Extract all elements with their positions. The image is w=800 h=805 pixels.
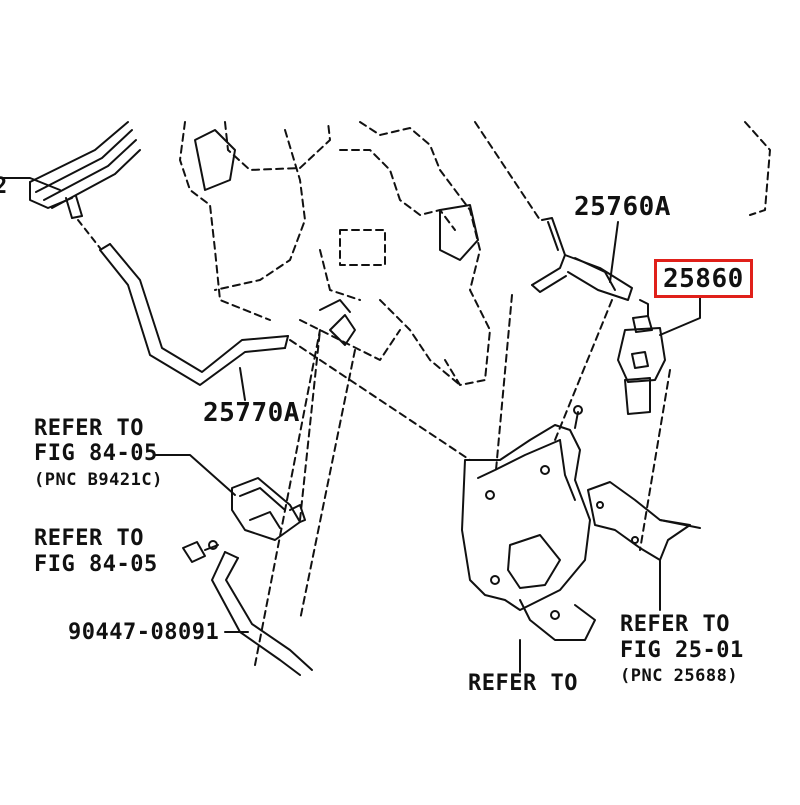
hose-25760a	[531, 217, 633, 301]
dashed-connectors	[254, 294, 671, 666]
ref-84-05-line1: REFER TO	[34, 526, 144, 551]
leader-25760a	[609, 221, 619, 283]
leader-25770a	[239, 367, 246, 401]
leader-ref-84-05c	[154, 454, 236, 496]
clip-84-05	[182, 540, 219, 563]
vsv-25860	[617, 297, 701, 415]
ref-84-05-line2: FIG 84-05	[34, 552, 158, 577]
hose-90447	[211, 551, 313, 676]
part-label-25770a: 25770A	[203, 398, 300, 428]
hose-bundle-top-left	[0, 121, 141, 219]
bracket-small	[587, 481, 701, 561]
ref-25-01-line2: FIG 25-01	[620, 638, 744, 663]
left-edge-partial-label: 2	[0, 174, 8, 199]
ref-25-01-line3: (PNC 25688)	[620, 666, 739, 686]
ref-bottom-partial: REFER TO	[468, 671, 578, 696]
leader-25770a-top	[77, 219, 101, 249]
ref-84-05c-line3: (PNC B9421C)	[34, 470, 163, 490]
part-label-90447-08091: 90447-08091	[68, 620, 220, 645]
part-label-25760a: 25760A	[574, 192, 671, 222]
connector-b9421c	[231, 477, 306, 541]
bracket-assembly	[461, 405, 596, 641]
engine-outline	[179, 121, 771, 386]
hose-25770a	[99, 243, 289, 386]
part-label-25860-highlighted: 25860	[654, 259, 753, 298]
engine-details	[194, 129, 479, 346]
ref-84-05c-line1: REFER TO	[34, 416, 144, 441]
ref-25-01-line1: REFER TO	[620, 612, 730, 637]
ref-84-05c-line2: FIG 84-05	[34, 441, 158, 466]
